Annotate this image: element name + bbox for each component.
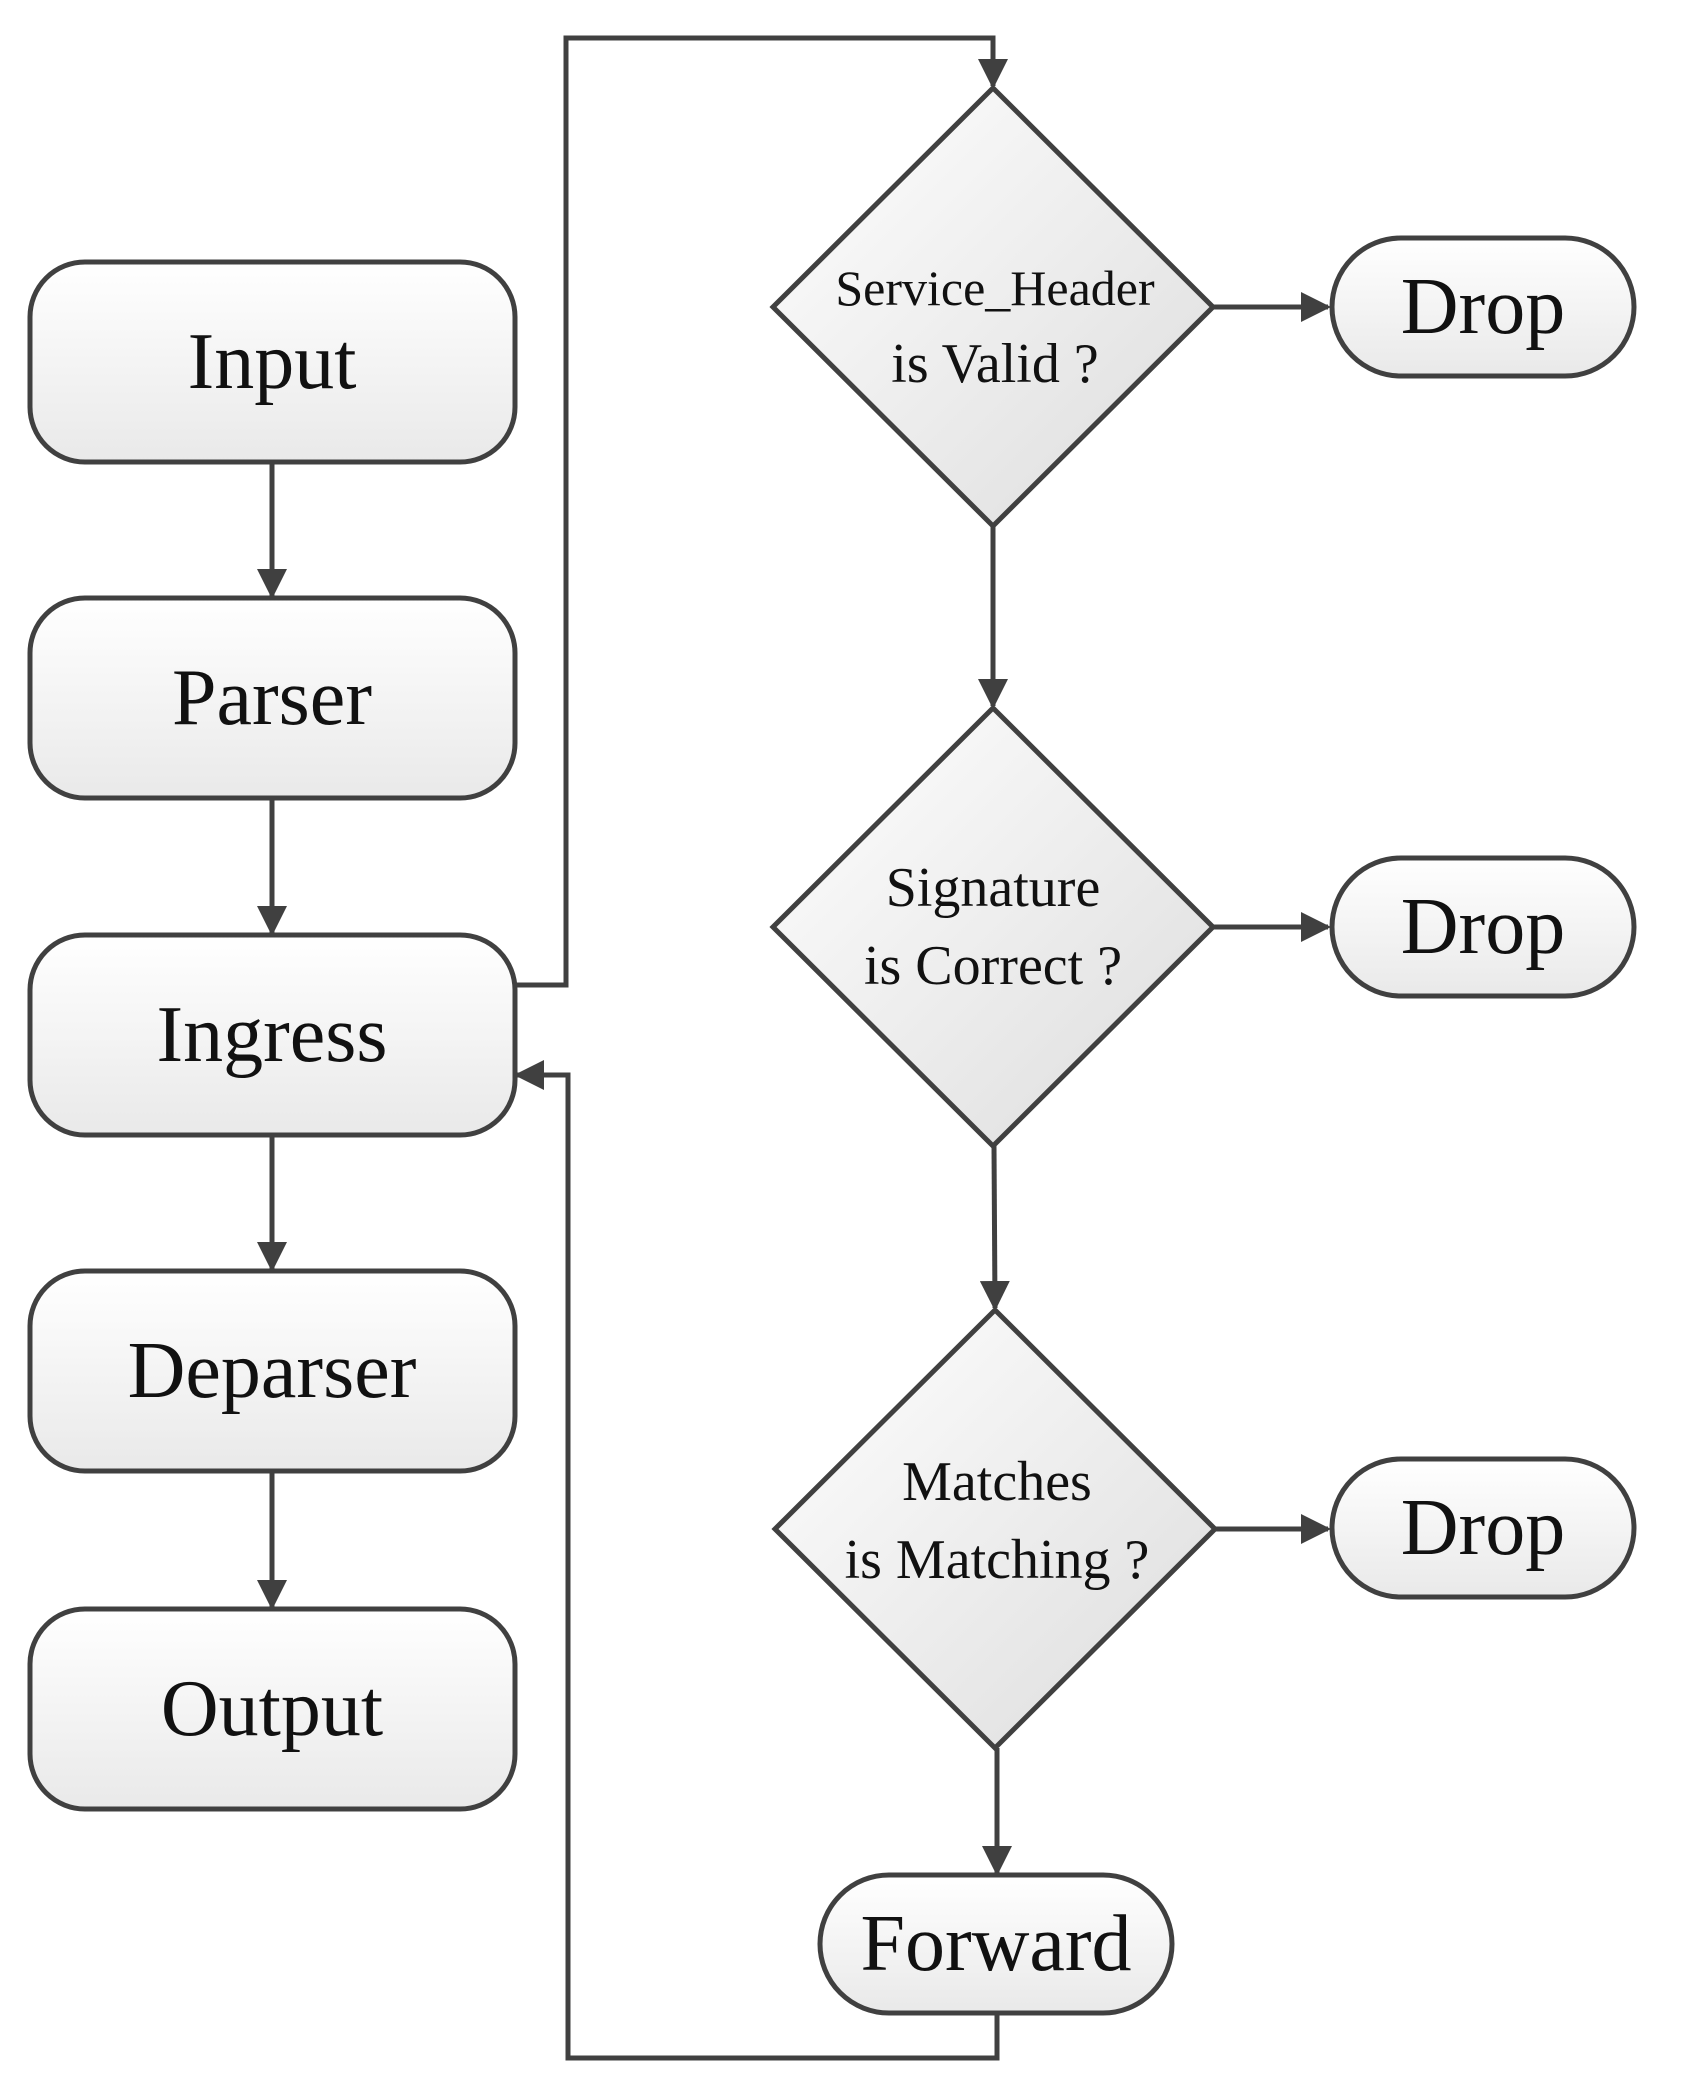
signature-line-2: is Correct ? — [864, 935, 1122, 997]
output-node: Output — [27, 1606, 518, 1812]
parser-node: Parser — [27, 595, 518, 801]
drop-node-2: Drop — [1329, 855, 1637, 999]
drop-node-3: Drop — [1329, 1456, 1637, 1600]
forward-node: Forward — [817, 1872, 1175, 2016]
matches-line-2: is Matching ? — [845, 1529, 1150, 1591]
service-header-line-1: Service_Header — [835, 260, 1155, 316]
deparser-node: Deparser — [27, 1268, 518, 1474]
signature-line-1: Signature — [886, 857, 1101, 919]
signature-decision: Signature is Correct ? — [769, 704, 1217, 1150]
forward-label: Forward — [860, 1900, 1131, 1988]
arrow-forward-to-ingress — [514, 1060, 1000, 2061]
service-header-decision: Service_Header is Valid ? — [769, 84, 1217, 530]
arrow-ingress-to-service-header-check — [515, 35, 1008, 988]
matches-line-1: Matches — [902, 1451, 1092, 1513]
drop-label-3: Drop — [1401, 1484, 1565, 1572]
input-label: Input — [188, 318, 357, 406]
deparser-label: Deparser — [128, 1327, 417, 1415]
arrow-signature-to-matches — [979, 1145, 1010, 1311]
input-node: Input — [27, 259, 518, 465]
output-label: Output — [161, 1665, 383, 1753]
drop-label-2: Drop — [1401, 883, 1565, 971]
service-header-line-2: is Valid ? — [891, 333, 1098, 395]
parser-label: Parser — [172, 654, 372, 742]
ingress-label: Ingress — [156, 991, 387, 1079]
matches-decision: Matches is Matching ? — [771, 1306, 1219, 1752]
ingress-node: Ingress — [27, 932, 518, 1138]
drop-label-1: Drop — [1401, 263, 1565, 351]
drop-node-1: Drop — [1329, 235, 1637, 379]
